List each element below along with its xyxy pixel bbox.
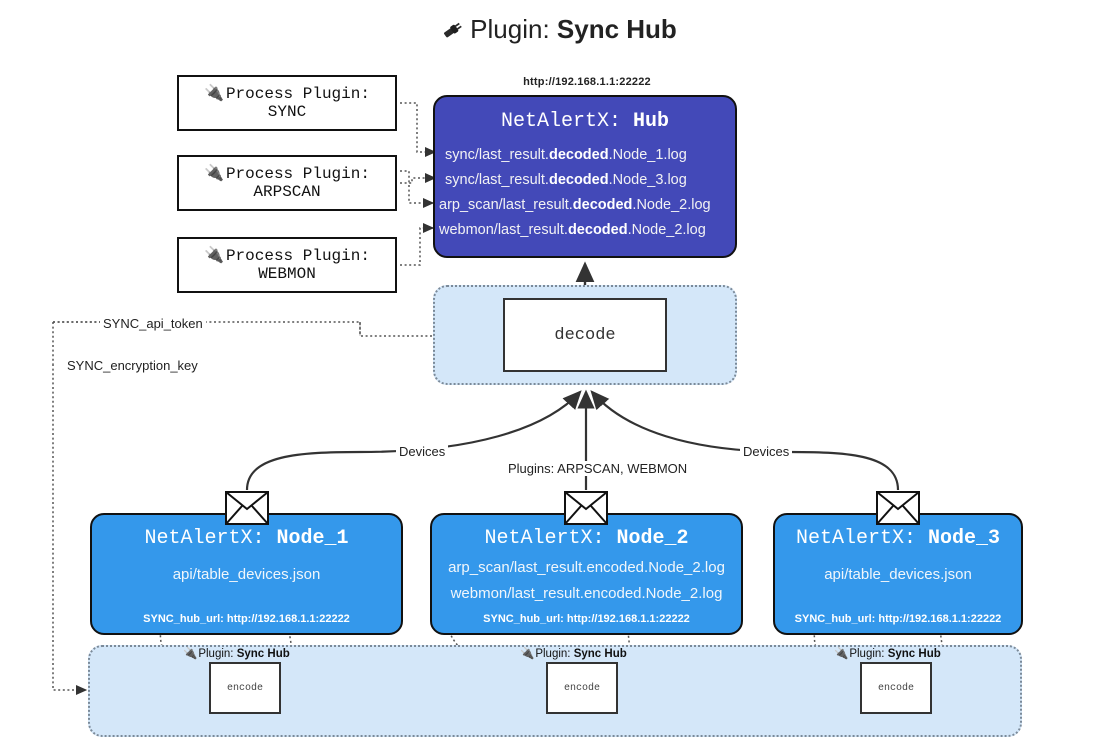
- process-plugin-name: ARPSCAN: [253, 183, 321, 201]
- decode-box[interactable]: decode: [503, 298, 667, 372]
- label-devices-right: Devices: [740, 444, 793, 459]
- list-item: arp_scan/last_result.decoded.Node_2.log: [439, 197, 711, 213]
- plug-icon: 🔌: [183, 648, 198, 660]
- hub-node[interactable]: NetAlertX: Hub sync/last_result.decoded.…: [433, 95, 737, 258]
- label-plugins-middle: Plugins: ARPSCAN, WEBMON: [505, 461, 691, 476]
- title-name: Sync Hub: [556, 14, 677, 44]
- list-item: sync/last_result.decoded.Node_3.log: [445, 172, 687, 188]
- label-devices-left: Devices: [396, 444, 449, 459]
- node-hub-url: SYNC_hub_url: http://192.168.1.1:22222: [483, 613, 690, 625]
- process-plugin-sync[interactable]: 🔌Process Plugin: SYNC: [177, 75, 397, 131]
- hub-url-label: http://192.168.1.1:22222: [523, 76, 651, 88]
- node-card-node-1[interactable]: NetAlertX: Node_1 api/table_devices.json…: [90, 513, 403, 635]
- process-plugin-label: Process Plugin:: [225, 164, 370, 183]
- label-sync-api-token: SYNC_api_token: [100, 316, 206, 331]
- hub-log-list: sync/last_result.decoded.Node_1.log sync…: [435, 143, 735, 243]
- process-plugin-label: Process Plugin:: [225, 84, 370, 103]
- encoder-plugin-label-3: 🔌Plugin: Sync Hub: [834, 648, 941, 660]
- encode-box-2[interactable]: encode: [546, 662, 618, 714]
- encoder-plugin-label-2: 🔌Plugin: Sync Hub: [520, 648, 627, 660]
- node-line: api/table_devices.json: [172, 566, 321, 583]
- list-item: sync/last_result.decoded.Node_1.log: [445, 147, 687, 163]
- plug-icon: 🔌: [204, 164, 224, 182]
- process-plugin-label: Process Plugin:: [225, 246, 370, 265]
- encode-box-3[interactable]: encode: [860, 662, 932, 714]
- hub-title-prefix: NetAlertX:: [500, 110, 621, 133]
- node-hub-url: SYNC_hub_url: http://192.168.1.1:22222: [794, 613, 1002, 625]
- node-card-node-2[interactable]: NetAlertX: Node_2 arp_scan/last_result.e…: [430, 513, 743, 635]
- encode-box-1[interactable]: encode: [209, 662, 281, 714]
- hub-title-name: Hub: [633, 110, 670, 133]
- node-title: NetAlertX: Node_2: [484, 527, 689, 550]
- node-line: arp_scan/last_result.encoded.Node_2.log: [448, 559, 725, 576]
- plug-icon: 🔌: [834, 648, 849, 660]
- list-item: webmon/last_result.decoded.Node_2.log: [439, 222, 706, 238]
- envelope-icon: [225, 491, 269, 525]
- encoder-plugin-label-1: 🔌Plugin: Sync Hub: [183, 648, 290, 660]
- process-plugin-arpscan[interactable]: 🔌Process Plugin: ARPSCAN: [177, 155, 397, 211]
- node-line: api/table_devices.json: [824, 566, 972, 583]
- node-title: NetAlertX: Node_3: [795, 527, 1001, 550]
- plug-icon: [440, 17, 466, 45]
- plug-icon: 🔌: [204, 246, 224, 264]
- process-plugin-name: SYNC: [267, 103, 307, 121]
- node-title: NetAlertX: Node_1: [144, 527, 349, 550]
- title-prefix: Plugin:: [470, 14, 550, 44]
- hub-title: NetAlertX: Hub: [435, 110, 735, 133]
- envelope-icon: [876, 491, 920, 525]
- node-hub-url: SYNC_hub_url: http://192.168.1.1:22222: [143, 613, 350, 625]
- node-line: webmon/last_result.encoded.Node_2.log: [450, 585, 723, 602]
- plug-icon: 🔌: [204, 84, 224, 102]
- label-sync-encryption-key: SYNC_encryption_key: [64, 358, 201, 373]
- process-plugin-webmon[interactable]: 🔌Process Plugin: WEBMON: [177, 237, 397, 293]
- envelope-icon: [564, 491, 608, 525]
- plug-icon: 🔌: [520, 648, 535, 660]
- page-title: Plugin: Sync Hub: [0, 14, 1117, 45]
- process-plugin-name: WEBMON: [258, 265, 316, 283]
- node-card-node-3[interactable]: NetAlertX: Node_3 api/table_devices.json…: [773, 513, 1023, 635]
